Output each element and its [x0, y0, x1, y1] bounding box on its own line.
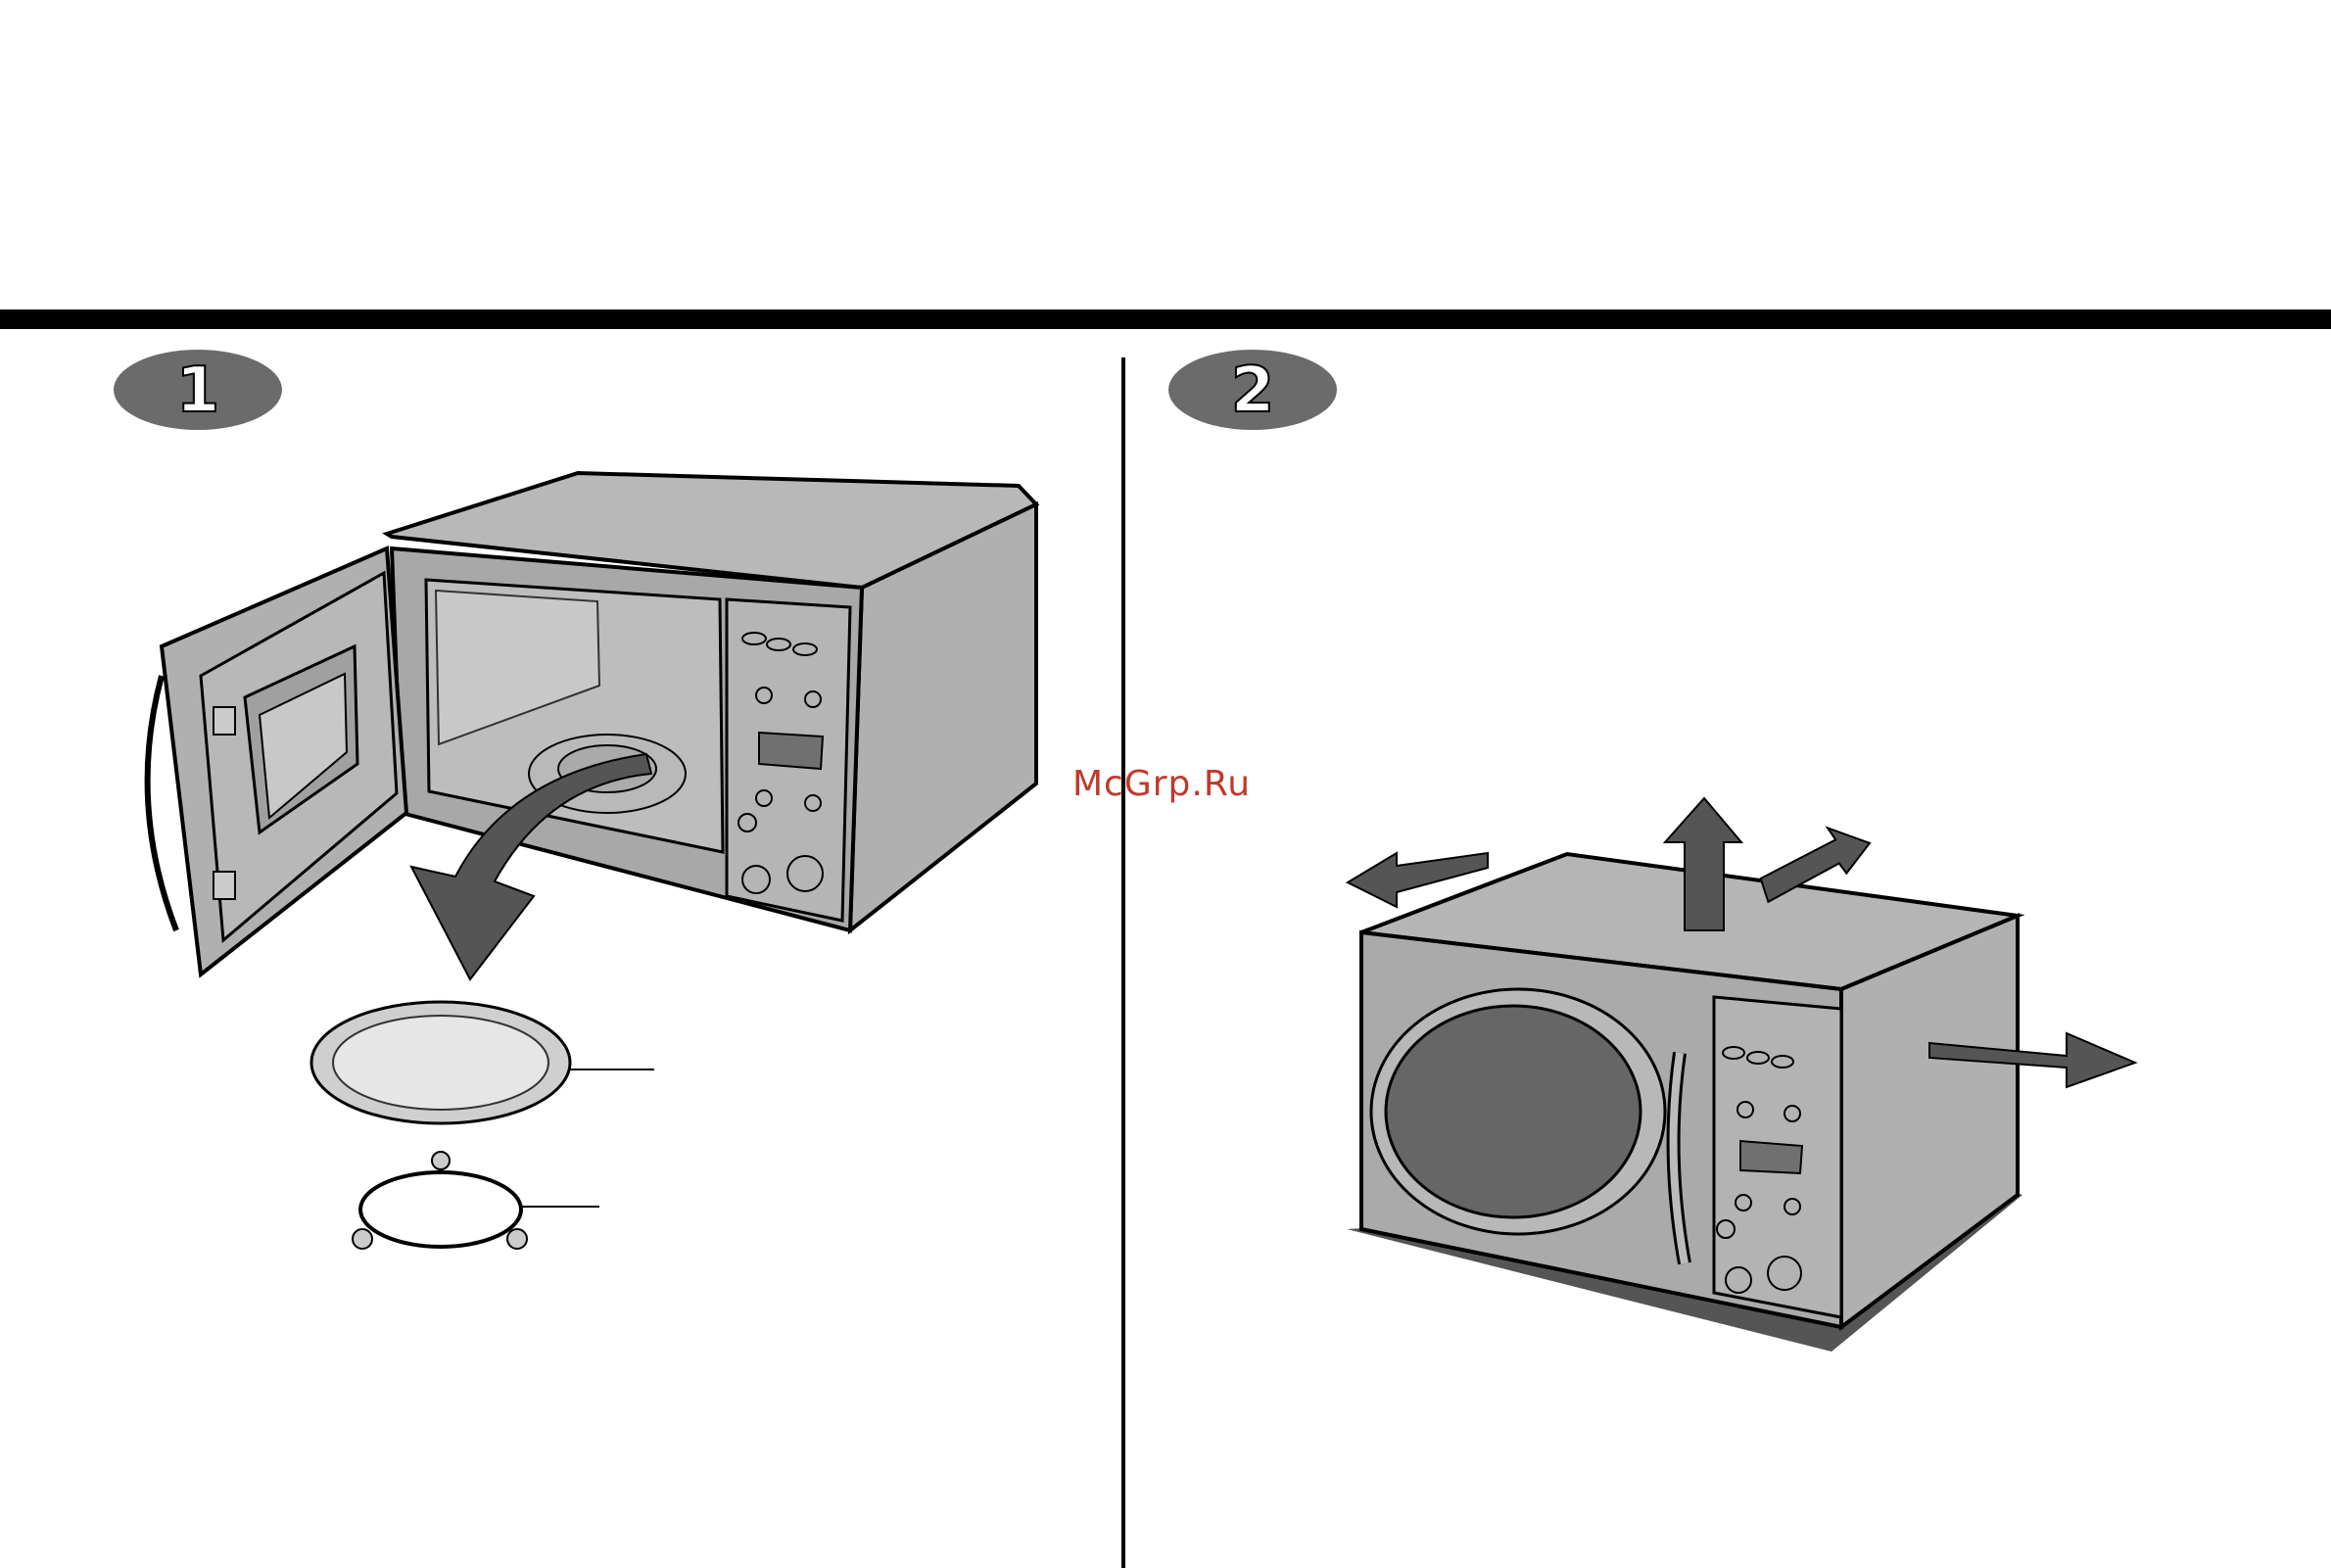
watermark: McGrp.Ru: [1072, 764, 1251, 804]
